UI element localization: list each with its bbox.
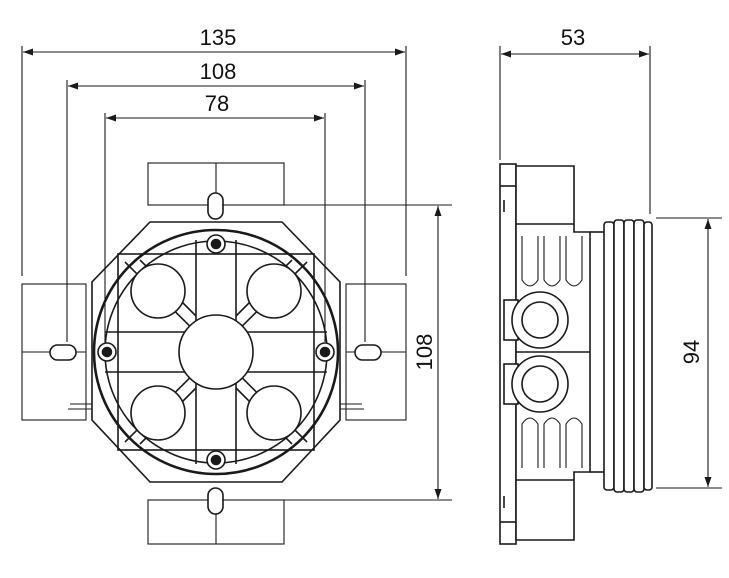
wing-slots xyxy=(49,192,382,515)
dim-vertical-spacing: 108 xyxy=(412,334,437,371)
screw-holes xyxy=(97,234,335,470)
dim-screw-spacing: 108 xyxy=(200,59,237,84)
knockout-bottom-right xyxy=(246,385,302,441)
dim-depth: 53 xyxy=(561,25,585,50)
center-knockout xyxy=(178,314,254,390)
side-channels xyxy=(521,236,583,468)
side-extension-lines xyxy=(499,46,722,489)
side-flange xyxy=(499,163,517,545)
side-ribs xyxy=(590,219,653,493)
bottom-slot xyxy=(207,487,224,515)
dim-inner-spacing: 78 xyxy=(205,91,229,116)
side-view xyxy=(499,163,653,545)
top-slot xyxy=(207,192,224,220)
left-slot xyxy=(49,344,77,361)
front-dimension-lines xyxy=(23,48,442,499)
dim-body-height: 94 xyxy=(679,340,704,364)
side-body xyxy=(515,165,591,541)
knockout-top-right xyxy=(246,263,302,319)
knockout-bottom-left xyxy=(130,385,186,441)
right-slot xyxy=(354,344,382,361)
knockouts xyxy=(130,263,302,441)
side-entry-ports xyxy=(503,291,569,413)
side-dimension-lines xyxy=(501,50,712,487)
knockout-top-left xyxy=(130,263,186,319)
front-view xyxy=(21,162,407,545)
front-extension-lines xyxy=(21,46,452,501)
plate-ticks xyxy=(68,403,364,410)
dim-overall-width: 135 xyxy=(200,25,237,50)
